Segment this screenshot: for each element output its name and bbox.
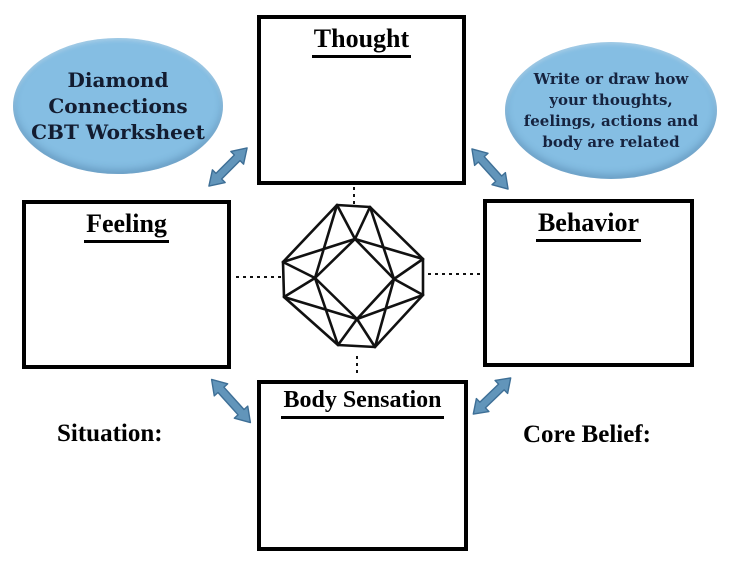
instruction-ellipse: Write or draw how your thoughts, feeling…	[505, 42, 717, 179]
behavior-box: Behavior	[483, 199, 694, 367]
situation-label: Situation:	[57, 420, 163, 447]
instruction-text: Write or draw how your thoughts, feeling…	[523, 69, 699, 151]
worksheet-title-text: Diamond Connections CBT Worksheet	[31, 68, 205, 144]
body-sensation-box-title: Body Sensation	[281, 387, 444, 419]
feeling-box-title: Feeling	[84, 209, 169, 243]
body-sensation-box: Body Sensation	[257, 380, 468, 551]
thought-box: Thought	[257, 15, 466, 185]
worksheet-title-ellipse: Diamond Connections CBT Worksheet	[13, 38, 223, 174]
arrow-thought-behavior-icon	[471, 148, 509, 190]
behavior-box-title: Behavior	[535, 208, 642, 242]
arrow-feeling-bodysensation-icon	[210, 378, 252, 424]
arrow-behavior-bodysensation-icon	[472, 377, 512, 415]
thought-box-title: Thought	[311, 24, 412, 58]
core-belief-label: Core Belief:	[523, 421, 651, 448]
diamond-icon	[281, 203, 425, 349]
arrow-feeling-thought-icon	[208, 147, 248, 187]
feeling-box: Feeling	[22, 200, 231, 369]
